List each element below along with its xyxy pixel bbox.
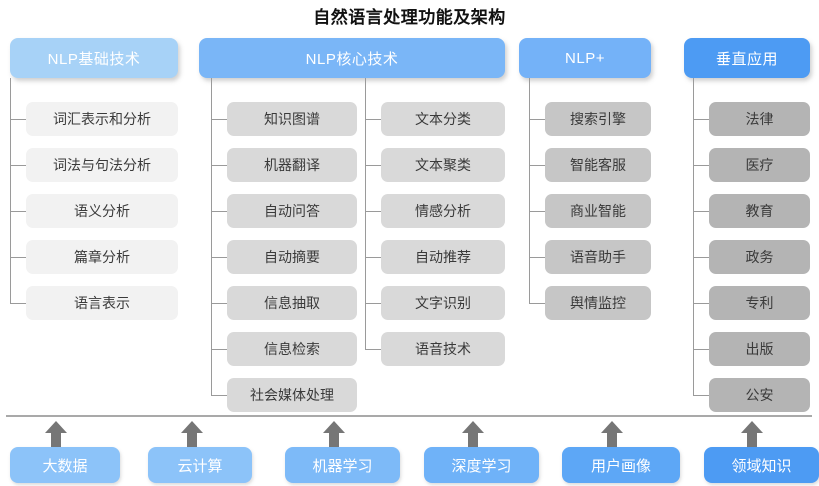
connector-stub — [10, 257, 26, 258]
connector-stub — [211, 303, 227, 304]
connector-stub — [365, 165, 381, 166]
item-nlp-basic[interactable]: 篇章分析 — [26, 240, 178, 274]
connector-stub — [211, 165, 227, 166]
connector-spine-nlp-plus-0 — [529, 78, 530, 303]
column-header-nlp-plus[interactable]: NLP+ — [519, 38, 651, 78]
item-nlp-basic[interactable]: 词法与句法分析 — [26, 148, 178, 182]
connector-stub — [211, 349, 227, 350]
connector-spine-nlp-core-1 — [365, 78, 366, 349]
item-vertical-apps[interactable]: 教育 — [709, 194, 810, 228]
item-nlp-core[interactable]: 自动问答 — [227, 194, 357, 228]
connector-stub — [10, 119, 26, 120]
item-nlp-plus[interactable]: 舆情监控 — [545, 286, 651, 320]
item-vertical-apps[interactable]: 专利 — [709, 286, 810, 320]
item-nlp-plus[interactable]: 语音助手 — [545, 240, 651, 274]
up-arrow-icon — [601, 421, 623, 447]
column-header-nlp-core[interactable]: NLP核心技术 — [199, 38, 505, 78]
foundation-item[interactable]: 云计算 — [148, 447, 252, 483]
item-nlp-core[interactable]: 信息检索 — [227, 332, 357, 366]
foundation-divider-rule — [6, 415, 812, 417]
item-nlp-core[interactable]: 情感分析 — [381, 194, 505, 228]
foundation-item[interactable]: 用户画像 — [562, 447, 680, 483]
item-nlp-core[interactable]: 知识图谱 — [227, 102, 357, 136]
connector-stub — [693, 119, 709, 120]
item-vertical-apps[interactable]: 法律 — [709, 102, 810, 136]
item-nlp-core[interactable]: 社会媒体处理 — [227, 378, 357, 412]
connector-stub — [211, 119, 227, 120]
up-arrow-icon — [181, 421, 203, 447]
item-nlp-plus[interactable]: 搜索引擎 — [545, 102, 651, 136]
connector-stub — [365, 257, 381, 258]
up-arrow-icon — [323, 421, 345, 447]
item-nlp-basic[interactable]: 词汇表示和分析 — [26, 102, 178, 136]
foundation-item[interactable]: 大数据 — [10, 447, 120, 483]
item-nlp-core[interactable]: 信息抽取 — [227, 286, 357, 320]
connector-stub — [10, 165, 26, 166]
item-nlp-core[interactable]: 自动摘要 — [227, 240, 357, 274]
item-nlp-basic[interactable]: 语言表示 — [26, 286, 178, 320]
up-arrow-icon — [45, 421, 67, 447]
item-nlp-core[interactable]: 机器翻译 — [227, 148, 357, 182]
connector-stub — [693, 395, 709, 396]
item-vertical-apps[interactable]: 政务 — [709, 240, 810, 274]
connector-stub — [693, 349, 709, 350]
up-arrow-icon — [741, 421, 763, 447]
column-header-nlp-basic[interactable]: NLP基础技术 — [10, 38, 178, 78]
foundation-item[interactable]: 机器学习 — [285, 447, 400, 483]
up-arrow-icon — [462, 421, 484, 447]
connector-stub — [211, 257, 227, 258]
connector-stub — [10, 303, 26, 304]
connector-spine-nlp-core-0 — [211, 78, 212, 395]
item-nlp-core[interactable]: 语音技术 — [381, 332, 505, 366]
connector-stub — [693, 303, 709, 304]
connector-stub — [365, 211, 381, 212]
item-vertical-apps[interactable]: 出版 — [709, 332, 810, 366]
item-vertical-apps[interactable]: 医疗 — [709, 148, 810, 182]
connector-stub — [365, 349, 381, 350]
item-nlp-plus[interactable]: 商业智能 — [545, 194, 651, 228]
page-title: 自然语言处理功能及架构 — [313, 8, 506, 27]
connector-stub — [211, 395, 227, 396]
item-nlp-basic[interactable]: 语义分析 — [26, 194, 178, 228]
connector-stub — [529, 165, 545, 166]
connector-stub — [10, 211, 26, 212]
item-nlp-core[interactable]: 文字识别 — [381, 286, 505, 320]
item-nlp-core[interactable]: 自动推荐 — [381, 240, 505, 274]
foundation-item[interactable]: 深度学习 — [424, 447, 539, 483]
connector-stub — [693, 211, 709, 212]
item-nlp-core[interactable]: 文本聚类 — [381, 148, 505, 182]
connector-stub — [365, 119, 381, 120]
column-header-vertical-apps[interactable]: 垂直应用 — [684, 38, 810, 78]
connector-stub — [529, 119, 545, 120]
foundation-item[interactable]: 领域知识 — [704, 447, 819, 483]
connector-spine-vertical-apps-0 — [693, 78, 694, 395]
connector-stub — [693, 257, 709, 258]
item-vertical-apps[interactable]: 公安 — [709, 378, 810, 412]
connector-stub — [365, 303, 381, 304]
connector-spine-nlp-basic-0 — [10, 78, 11, 303]
connector-stub — [529, 211, 545, 212]
connector-stub — [693, 165, 709, 166]
item-nlp-plus[interactable]: 智能客服 — [545, 148, 651, 182]
connector-stub — [211, 211, 227, 212]
item-nlp-core[interactable]: 文本分类 — [381, 102, 505, 136]
connector-stub — [529, 303, 545, 304]
connector-stub — [529, 257, 545, 258]
